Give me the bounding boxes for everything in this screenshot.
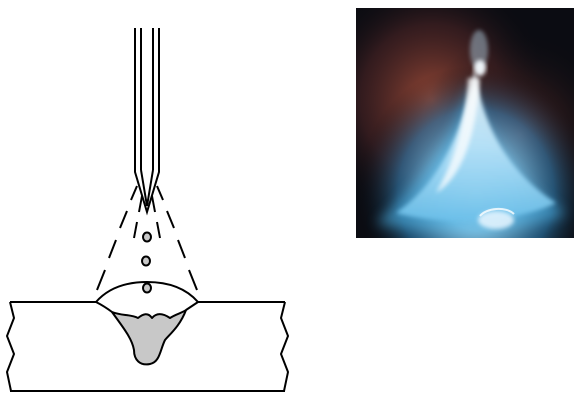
weld-pool xyxy=(112,310,186,364)
electrode-tip-glow xyxy=(474,60,486,76)
metal-droplet xyxy=(143,284,151,293)
metal-droplet xyxy=(143,233,151,242)
welding-arc-photo xyxy=(356,8,574,238)
plate-left-break-edge xyxy=(7,302,14,391)
weld-fusion-line xyxy=(96,302,198,312)
metal-droplet xyxy=(142,257,150,266)
electrode xyxy=(135,28,159,212)
plate-right-break-edge xyxy=(281,302,288,391)
